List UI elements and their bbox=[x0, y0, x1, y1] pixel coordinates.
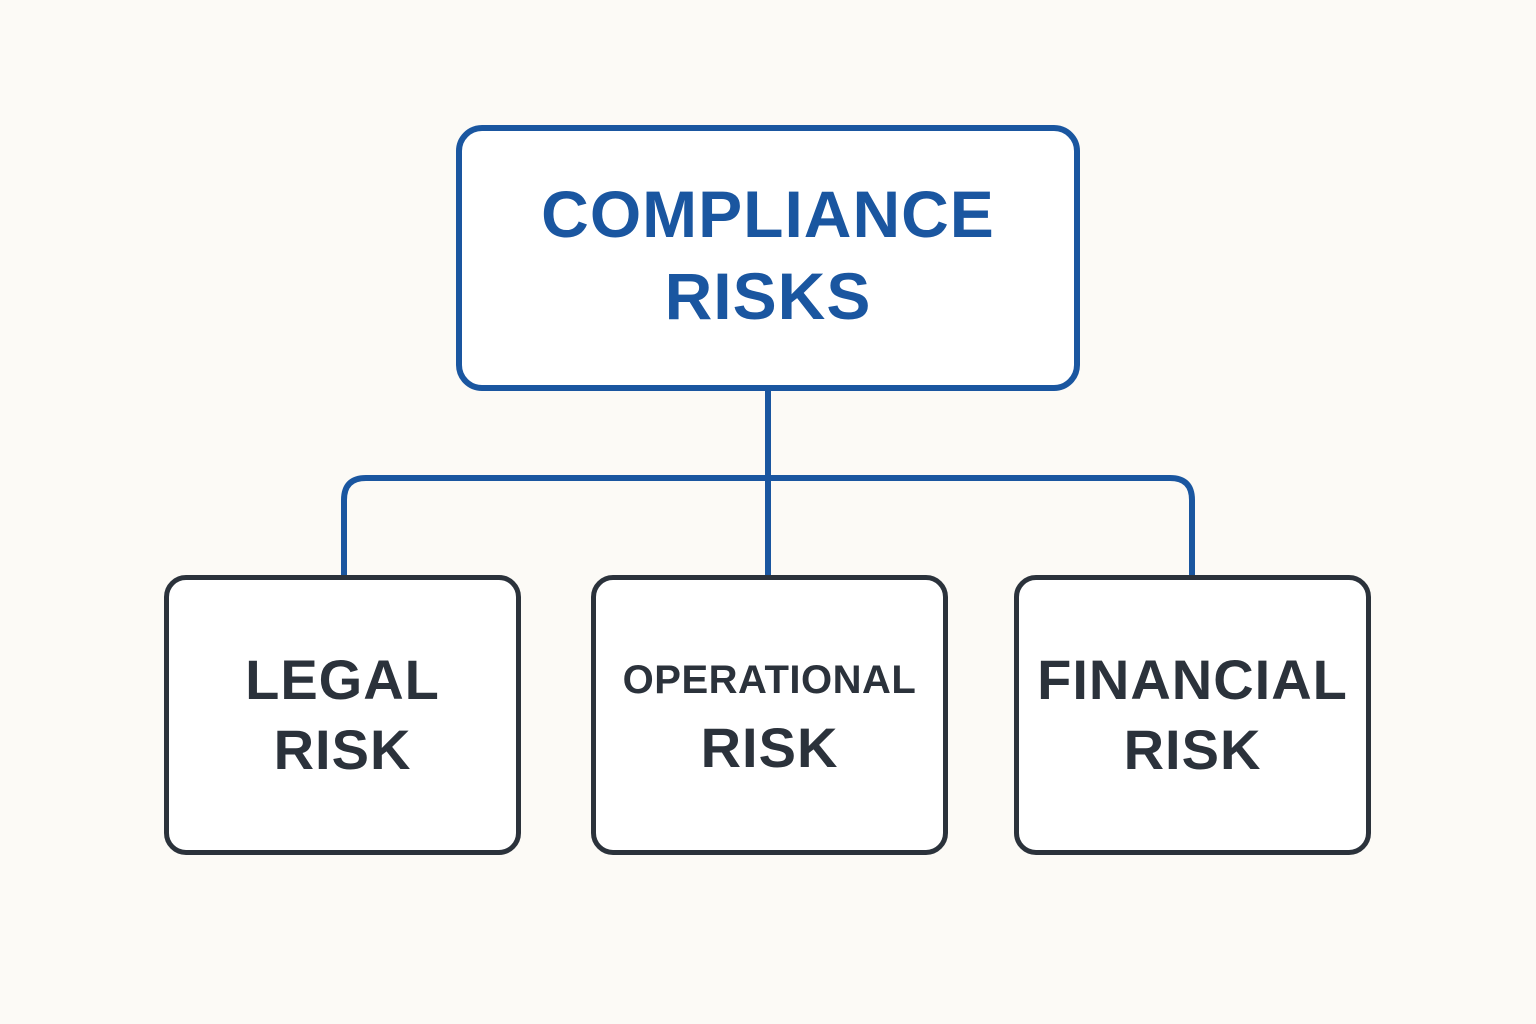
child-node-label-line1: FINANCIAL bbox=[1037, 648, 1348, 711]
child-node-operational-risk: OPERATIONAL RISK bbox=[591, 575, 948, 855]
root-node-compliance-risks: COMPLIANCE RISKS bbox=[456, 125, 1080, 391]
child-node-label-line1: OPERATIONAL bbox=[622, 658, 917, 702]
child-node-label-line2: RISK bbox=[1123, 718, 1262, 781]
child-node-legal-risk: LEGAL RISK bbox=[164, 575, 521, 855]
root-node-label-line2: RISKS bbox=[664, 259, 872, 333]
connector-branch-financial bbox=[765, 475, 1195, 578]
child-node-label-line2: RISK bbox=[700, 716, 839, 779]
child-node-label-line2: RISK bbox=[273, 718, 412, 781]
child-node-label-line1: LEGAL bbox=[245, 648, 440, 711]
child-node-financial-risk: FINANCIAL RISK bbox=[1014, 575, 1371, 855]
connector-branch-legal bbox=[341, 475, 771, 578]
root-node-label-line1: COMPLIANCE bbox=[541, 177, 995, 251]
